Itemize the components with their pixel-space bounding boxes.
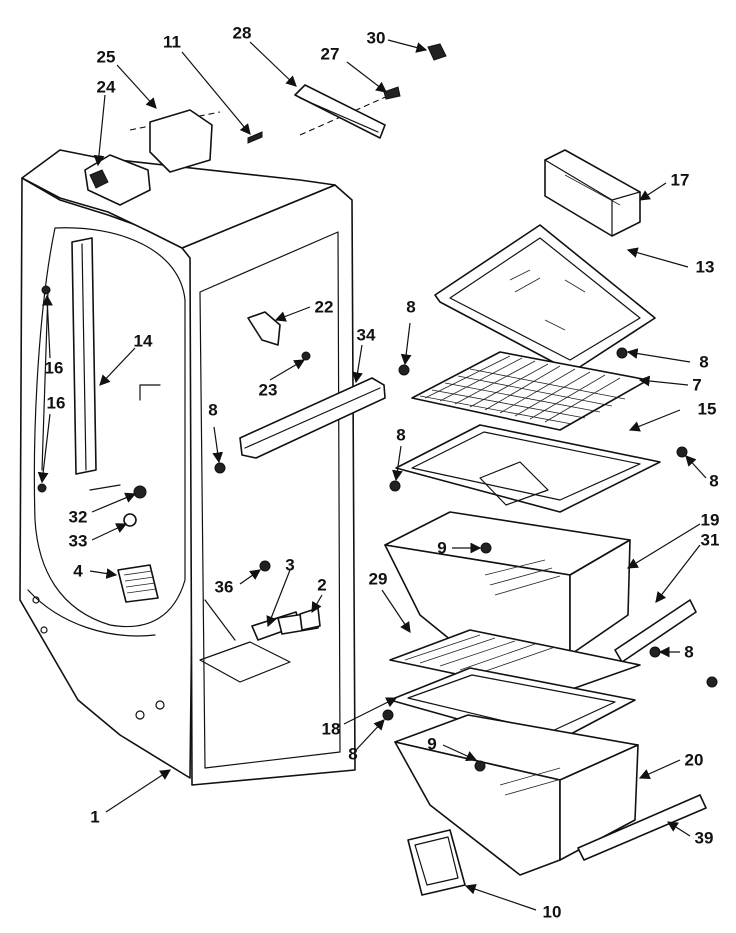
callout-33: 33	[68, 531, 88, 551]
callout-10: 10	[542, 902, 562, 922]
callout-28: 28	[232, 23, 252, 43]
callout-32: 32	[68, 507, 88, 527]
callout-8-d: 8	[396, 425, 406, 445]
callout-39: 39	[694, 828, 714, 848]
callout-8-f: 8	[684, 642, 694, 662]
callout-36: 36	[214, 577, 234, 597]
callout-31: 31	[700, 530, 720, 550]
callout-19: 19	[700, 510, 720, 530]
liner-face-parts	[37, 285, 386, 641]
cabinet-liner	[19, 94, 391, 786]
top-parts	[84, 43, 447, 206]
callout-8-b: 8	[699, 352, 709, 372]
callout-13: 13	[695, 257, 715, 277]
callout-16-a: 16	[44, 358, 64, 378]
callout-17: 17	[670, 170, 690, 190]
wire-shelf	[411, 351, 649, 431]
rail-39	[577, 794, 707, 861]
callout-30: 30	[366, 28, 386, 48]
callout-1: 1	[90, 807, 100, 827]
callout-15: 15	[697, 399, 717, 419]
callout-8-a: 8	[406, 297, 416, 317]
callout-23: 23	[258, 380, 278, 400]
callout-34: 34	[356, 325, 376, 345]
callout-20: 20	[684, 750, 704, 770]
callout-27: 27	[320, 44, 340, 64]
callout-18: 18	[321, 719, 341, 739]
callout-22: 22	[314, 297, 334, 317]
callout-9-a: 9	[437, 538, 447, 558]
door-bin	[544, 149, 641, 237]
label-plate	[407, 829, 466, 896]
shelf-supports	[214, 347, 718, 772]
callout-24: 24	[96, 77, 116, 97]
callout-9-b: 9	[427, 734, 437, 754]
callout-7: 7	[692, 375, 702, 395]
callout-25: 25	[96, 47, 116, 67]
glass-shelf	[434, 224, 656, 373]
rail-31	[614, 599, 697, 663]
callout-29: 29	[368, 569, 388, 589]
crisper-cover-frame	[395, 424, 661, 513]
callout-4: 4	[73, 561, 83, 581]
callout-11: 11	[163, 32, 181, 52]
leader-lines	[37, 39, 707, 911]
callout-3: 3	[285, 555, 295, 575]
callout-16-b: 16	[46, 393, 66, 413]
callout-8-g: 8	[348, 744, 358, 764]
callout-8-c: 8	[208, 400, 218, 420]
callout-8-e: 8	[709, 471, 719, 491]
callout-2: 2	[317, 575, 327, 595]
callout-14: 14	[133, 331, 153, 351]
crisper-drawer-lower	[394, 714, 639, 876]
